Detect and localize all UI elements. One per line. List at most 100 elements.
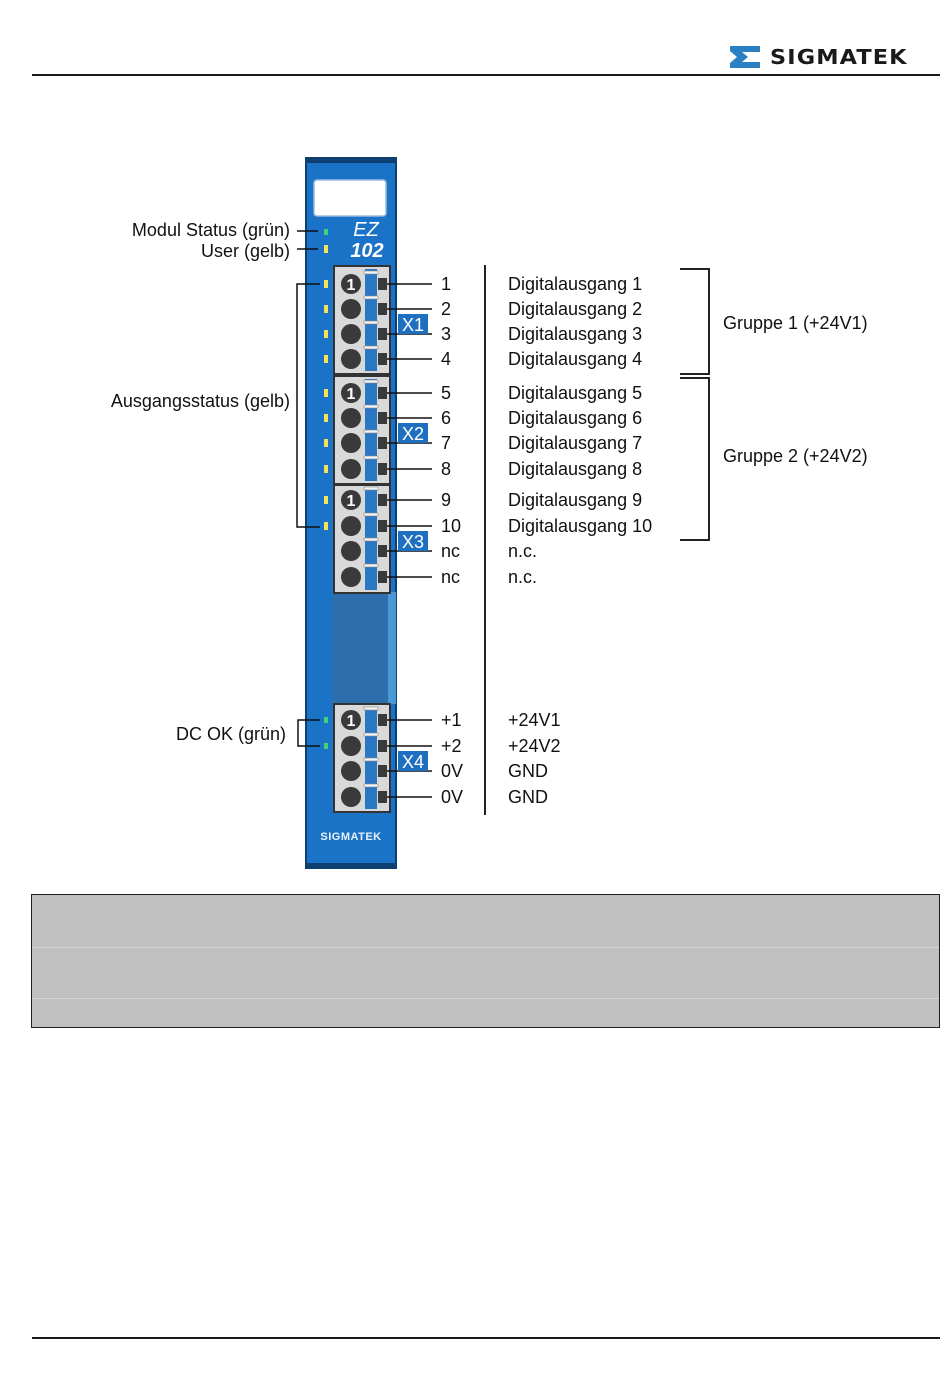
connector-name: X3 — [402, 532, 424, 552]
signal-label: GND — [508, 761, 548, 781]
module-footer-brand: SIGMATEK — [320, 831, 381, 843]
pin-one-marker: 1 — [347, 713, 356, 730]
brand-name: SIGMATEK — [770, 45, 908, 69]
release-lever — [378, 353, 387, 365]
connector-name: X4 — [402, 752, 424, 772]
sigmatek-logo: SIGMATEK — [728, 42, 907, 72]
connector-badge — [398, 531, 428, 551]
connector-x1: 1X1 — [333, 265, 432, 375]
release-lever — [378, 740, 387, 752]
signal-label: n.c. — [508, 567, 537, 587]
table-row — [32, 948, 939, 999]
pin-label: 10 — [441, 516, 461, 536]
led-output-status — [324, 439, 328, 447]
group-2-bracket — [680, 377, 710, 541]
release-lever — [378, 303, 387, 315]
pin-label: 1 — [441, 274, 451, 294]
terminal-hole — [341, 299, 361, 319]
led-dc-ok — [324, 717, 328, 723]
dc-ok-bracket — [297, 719, 320, 747]
led-output-status — [324, 330, 328, 338]
pin-label: nc — [441, 567, 460, 587]
footer-divider — [32, 1337, 940, 1339]
led-modul-status — [324, 229, 328, 235]
ausgangsstatus-bracket — [296, 283, 320, 528]
signal-label: Digitalausgang 1 — [508, 274, 642, 294]
connector-name: X1 — [402, 315, 424, 335]
terminal-hole — [341, 383, 361, 403]
pin-one-marker: 1 — [347, 493, 356, 510]
connector-badge — [398, 314, 428, 334]
connector-x4: 1X4 — [333, 703, 432, 813]
signal-label: Digitalausgang 5 — [508, 383, 642, 403]
label-dc-ok: DC OK (grün) — [176, 724, 286, 744]
signal-label: Digitalausgang 4 — [508, 349, 642, 369]
signal-label: Digitalausgang 7 — [508, 433, 642, 453]
signal-label: Digitalausgang 2 — [508, 299, 642, 319]
pin-label: nc — [441, 541, 460, 561]
connector-x2: 1X2 — [333, 375, 432, 485]
release-lever — [378, 765, 387, 777]
pin-label: +2 — [441, 736, 462, 756]
terminal-hole — [341, 274, 361, 294]
led-output-status — [324, 280, 328, 288]
led-output-status — [324, 305, 328, 313]
terminal-hole — [341, 433, 361, 453]
terminal-hole — [341, 490, 361, 510]
signal-label: Digitalausgang 9 — [508, 490, 642, 510]
led-user — [324, 245, 328, 253]
pin-label: 0V — [441, 787, 463, 807]
terminal-hole — [341, 736, 361, 756]
sigma-logo-icon — [730, 46, 760, 68]
release-lever — [378, 328, 387, 340]
led-output-status — [324, 496, 328, 504]
group-2-label: Gruppe 2 (+24V2) — [723, 446, 868, 466]
terminal-hole — [341, 324, 361, 344]
label-modul-status: Modul Status (grün) — [132, 220, 290, 240]
pin-label: 3 — [441, 324, 451, 344]
led-dc-ok — [324, 743, 328, 749]
connector-badge — [398, 751, 428, 771]
release-lever — [378, 545, 387, 557]
pin-one-marker: 1 — [347, 277, 356, 294]
led-output-status — [324, 355, 328, 363]
pin-label: 9 — [441, 490, 451, 510]
pin-label: 0V — [441, 761, 463, 781]
connector-name: X2 — [402, 424, 424, 444]
terminal-hole — [341, 761, 361, 781]
signal-label: Digitalausgang 10 — [508, 516, 652, 536]
release-lever — [378, 463, 387, 475]
pin-label: 2 — [441, 299, 451, 319]
group-1-label: Gruppe 1 (+24V1) — [723, 313, 868, 333]
led-output-status — [324, 465, 328, 473]
table-row — [32, 895, 939, 948]
signal-label: Digitalausgang 3 — [508, 324, 642, 344]
terminal-hole — [341, 787, 361, 807]
grey-table — [31, 894, 940, 1028]
label-user: User (gelb) — [201, 241, 290, 261]
release-lever — [378, 387, 387, 399]
model-line1: EZ — [353, 219, 379, 241]
led-output-status — [324, 522, 328, 530]
connector-badge — [398, 423, 428, 443]
pin-label: +1 — [441, 710, 462, 730]
pin-label: 6 — [441, 408, 451, 428]
header-divider — [32, 74, 940, 76]
group-1-bracket — [680, 268, 710, 375]
release-lever — [378, 412, 387, 424]
terminal-hole — [341, 567, 361, 587]
pin-label: 4 — [441, 349, 451, 369]
terminal-hole — [341, 710, 361, 730]
terminal-hole — [341, 408, 361, 428]
release-lever — [378, 791, 387, 803]
release-lever — [378, 520, 387, 532]
signal-label: +24V1 — [508, 710, 561, 730]
signal-label: Digitalausgang 6 — [508, 408, 642, 428]
pin-label: 5 — [441, 383, 451, 403]
release-lever — [378, 437, 387, 449]
pin-label: 8 — [441, 459, 451, 479]
blank-slot — [332, 592, 396, 704]
led-output-status — [324, 414, 328, 422]
pin-label: 7 — [441, 433, 451, 453]
